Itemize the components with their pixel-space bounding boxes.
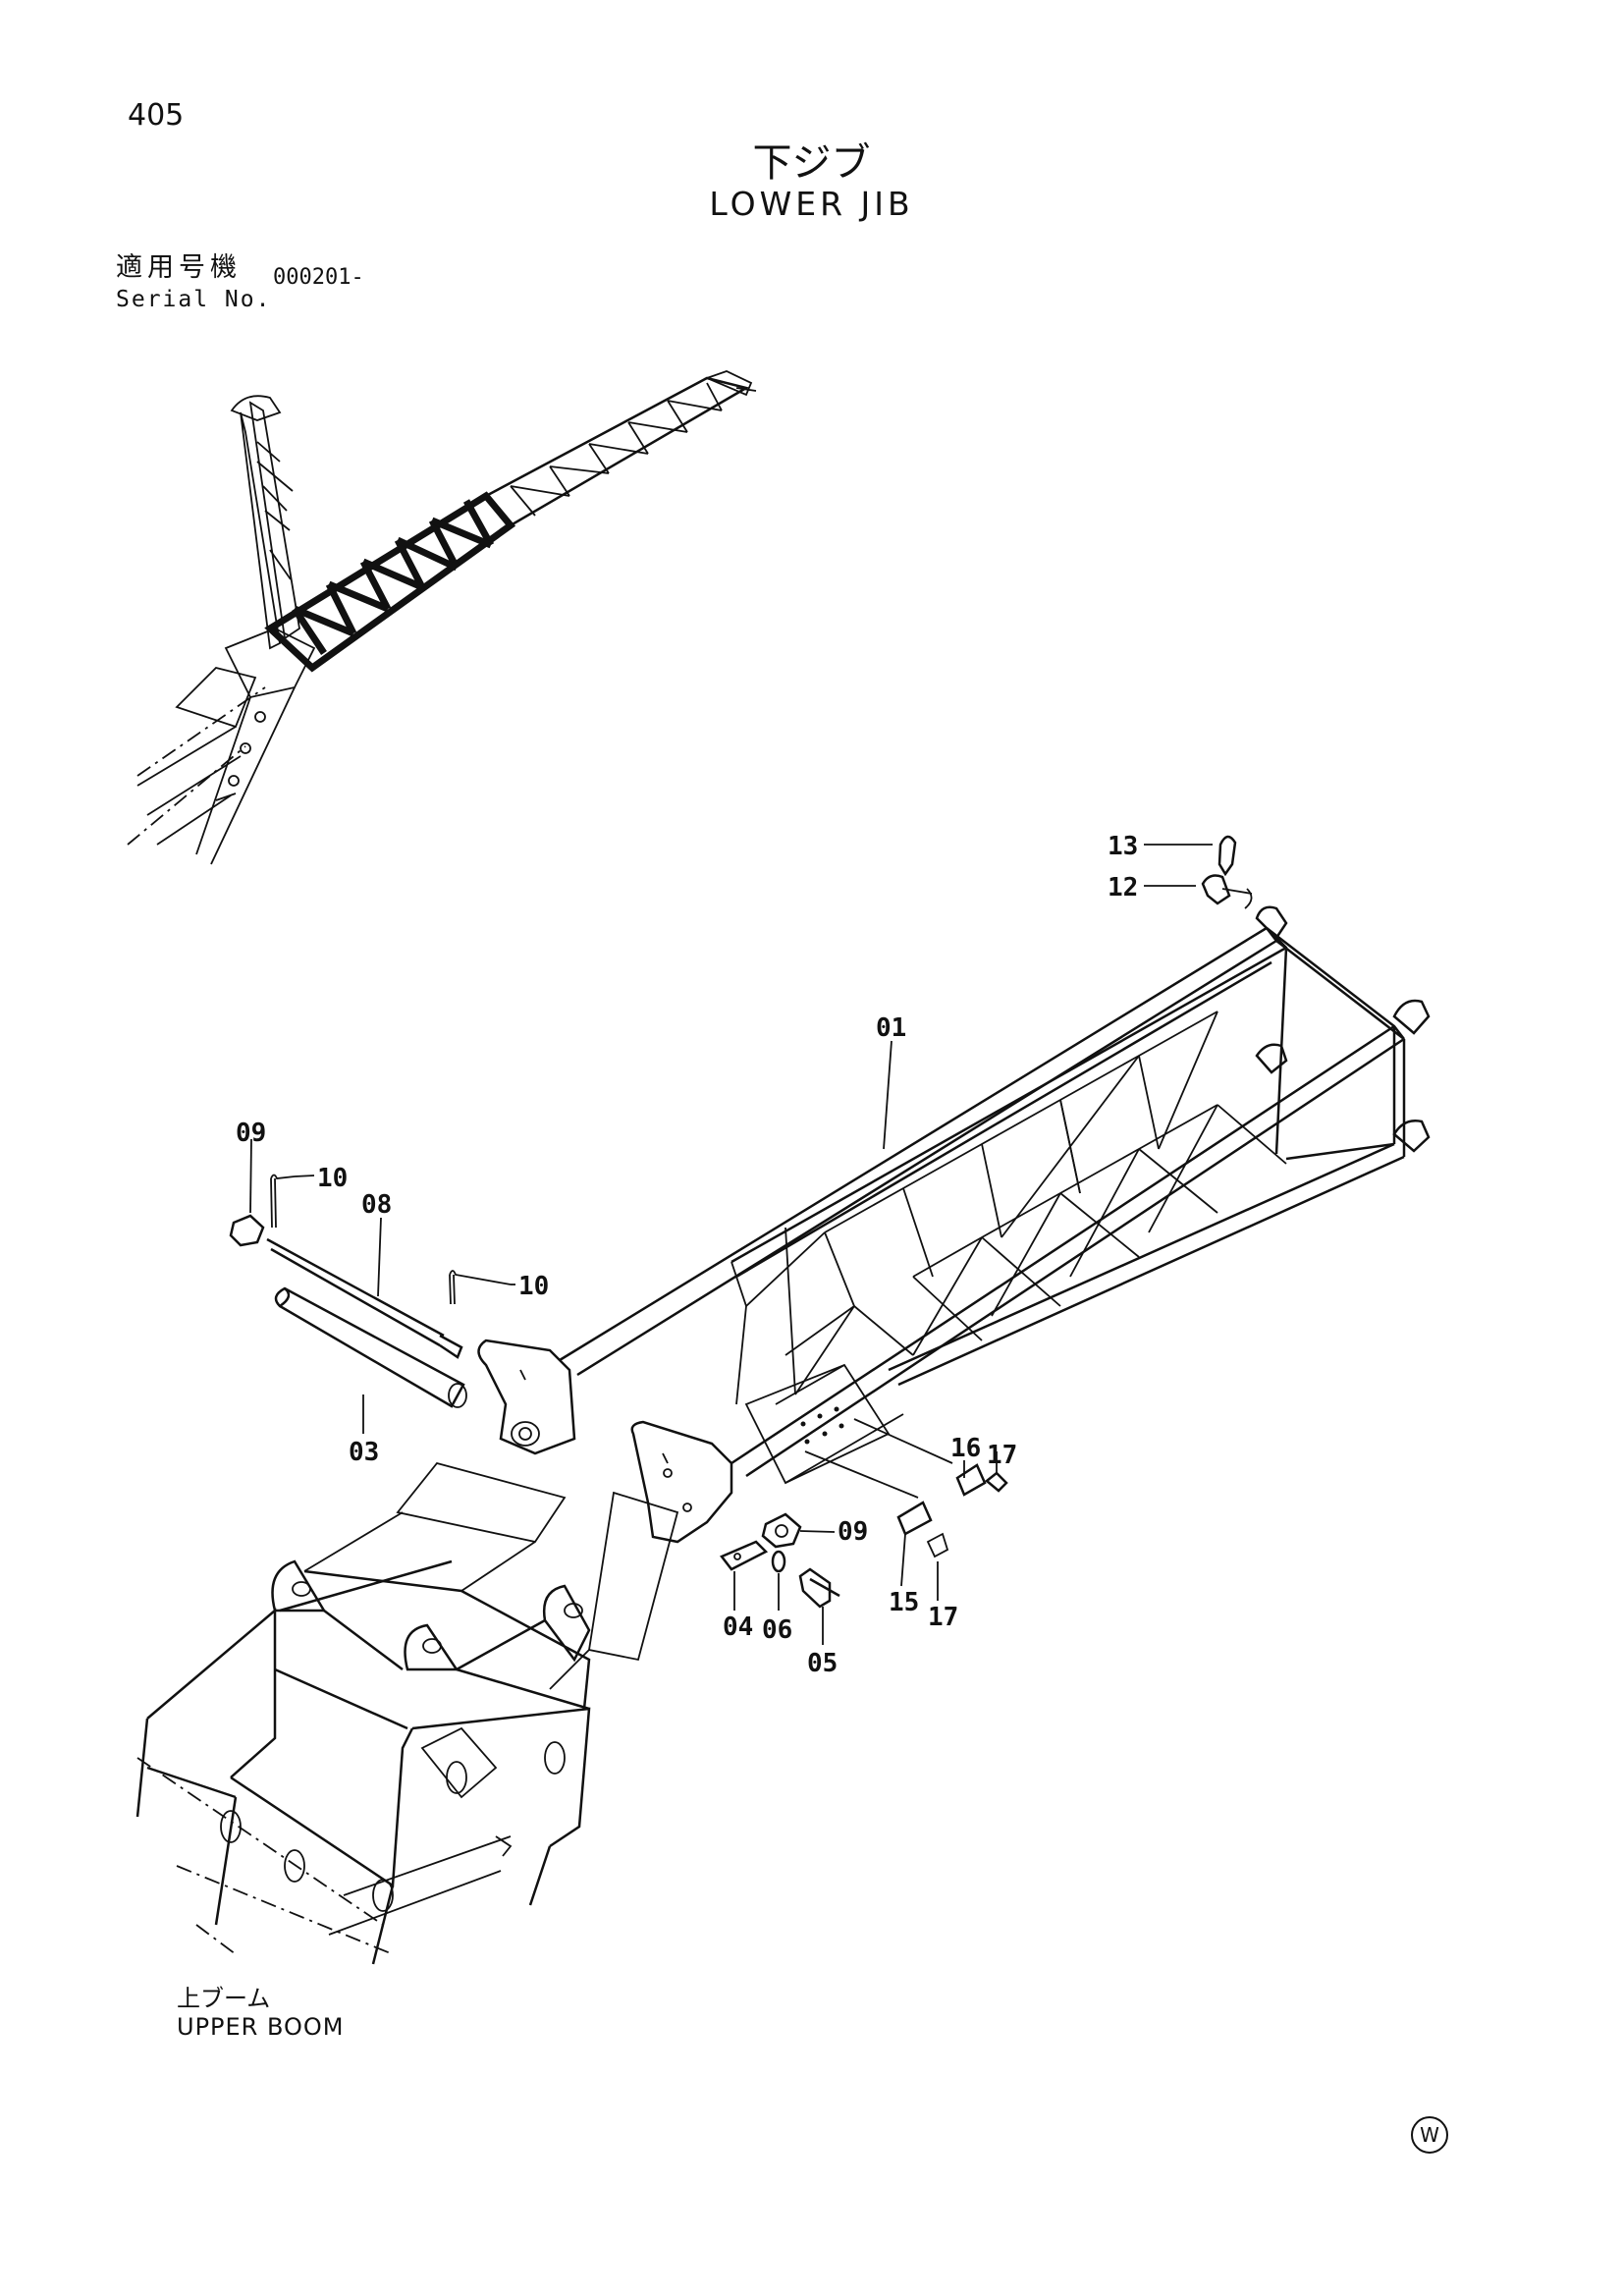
callout-12: 12 (1108, 873, 1138, 902)
page-number: 405 (128, 98, 185, 133)
upper-boom-label-japanese: 上ブーム (177, 1985, 271, 2012)
callout-10-lower: 10 (518, 1272, 549, 1301)
callout-05: 05 (807, 1649, 838, 1678)
callout-leader-lines (249, 844, 1253, 1645)
page-title-japanese: 下ジブ (752, 140, 871, 186)
callout-numbers: 13 12 01 09 10 08 10 03 09 04 06 05 16 1… (236, 832, 1138, 1678)
callout-17-upper: 17 (987, 1441, 1017, 1470)
upper-boom-label-english: UPPER BOOM (177, 2013, 345, 2041)
serial-label-english: Serial No. (116, 287, 272, 312)
callout-01: 01 (876, 1013, 906, 1043)
serial-label-japanese: 適用号機 (116, 252, 242, 283)
callout-08: 08 (361, 1190, 392, 1220)
callout-09-upper: 09 (236, 1119, 266, 1148)
callout-06: 06 (762, 1615, 792, 1645)
callout-10-upper: 10 (317, 1164, 348, 1193)
corner-w-mark: W (1411, 2116, 1448, 2154)
callout-16: 16 (950, 1434, 981, 1463)
serial-number-value: 000201- (273, 265, 364, 290)
upper-boom-illustration (135, 1461, 679, 1965)
callout-03: 03 (349, 1438, 379, 1467)
crane-overview-illustration (127, 370, 757, 865)
callout-13: 13 (1108, 832, 1138, 861)
page-title-english: LOWER JIB (709, 185, 914, 223)
callout-15: 15 (889, 1588, 919, 1617)
lower-jib-truss (477, 905, 1431, 1544)
callout-04: 04 (723, 1613, 753, 1642)
pins-and-hardware (229, 835, 1253, 1609)
callout-17-lower: 17 (928, 1603, 958, 1632)
callout-09-lower: 09 (838, 1517, 868, 1547)
